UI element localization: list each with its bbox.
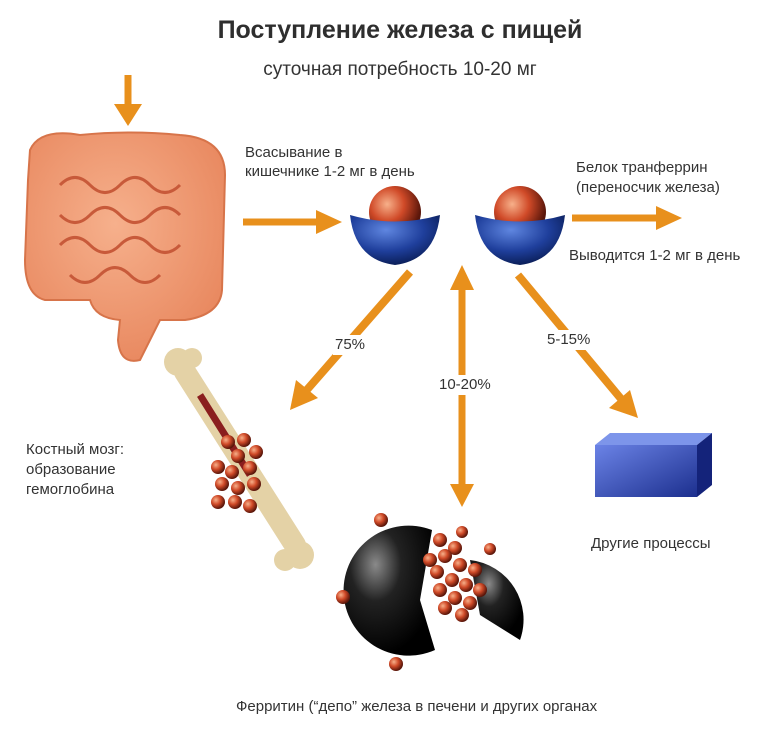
bone-illustration (164, 348, 314, 571)
excretion-label: Выводится 1-2 мг в день (569, 247, 741, 264)
other-processes-box (595, 433, 712, 497)
transferrin-illustration (350, 186, 565, 265)
other-processes-label: Другие процессы (591, 535, 711, 552)
bone-marrow-label-line3: гемоглобина (26, 481, 115, 498)
transferrin-label-line2: (переносчик железа) (576, 179, 720, 196)
bone-marrow-label-line1: Костный мозг: (26, 441, 125, 458)
absorption-label-line1: Всасывание в (245, 144, 343, 161)
intestine-illustration (23, 131, 227, 362)
arrow-to-bone (290, 269, 414, 410)
transferrin-label-line1: Белок транферрин (576, 159, 708, 176)
page-subtitle: суточная потребность 10-20 мг (263, 59, 537, 80)
percent-bone-label: 75% (333, 335, 368, 355)
bone-marrow-label-line2: образование (26, 461, 116, 478)
arrow-transferrin-out (572, 206, 682, 230)
percent-ferritin-label: 10-20% (437, 375, 493, 395)
arrow-absorption (243, 210, 342, 234)
ferritin-illustration (336, 513, 524, 671)
absorption-label-line2: кишечнике 1-2 мг в день (245, 163, 415, 180)
ferritin-label: Ферритин (“депо” железа в печени и други… (236, 698, 598, 715)
page-title: Поступление железа с пищей (217, 16, 583, 44)
percent-other-label: 5-15% (545, 330, 593, 350)
arrow-food-in (114, 75, 142, 126)
